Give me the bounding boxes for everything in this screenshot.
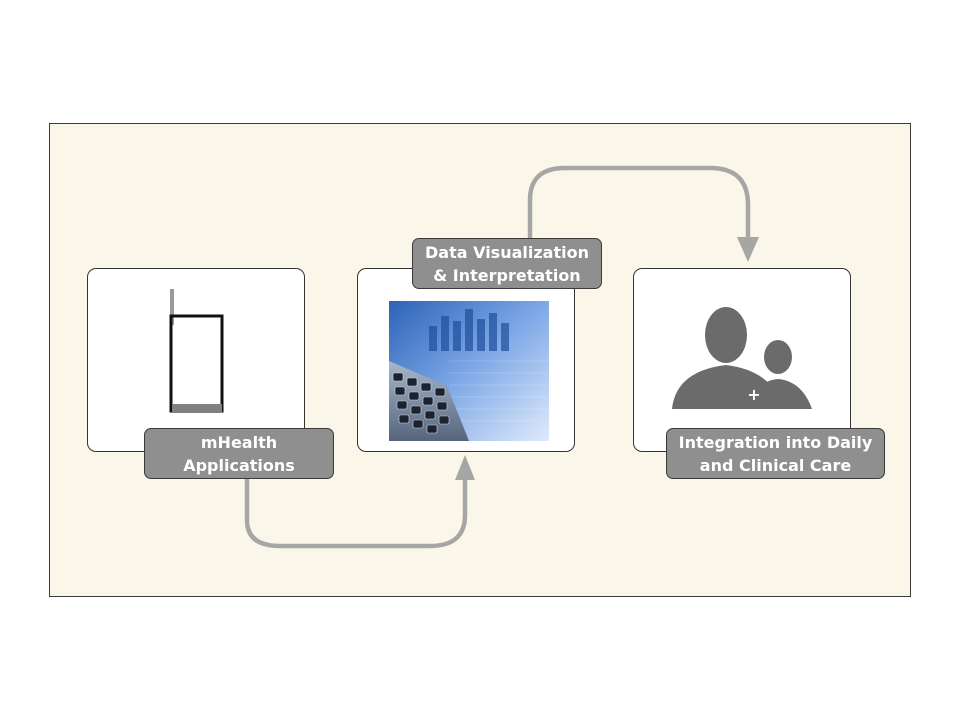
label-data-visualization-line1: Data Visualization — [425, 242, 589, 262]
arrow-mhealth-to-visualization — [244, 478, 468, 549]
label-mhealth-line1: mHealth — [200, 432, 278, 452]
mobile-phone-icon — [169, 289, 224, 413]
arrow-head-up — [455, 455, 475, 480]
label-mhealth-line2: Applications — [183, 455, 295, 475]
card-integration: + — [633, 268, 851, 452]
label-integration: Integration into Daily and Clinical Care — [666, 428, 885, 479]
arrow-visualization-to-integration — [527, 165, 751, 240]
label-integration-line2: and Clinical Care — [699, 455, 852, 475]
label-data-visualization-line2: & Interpretation — [433, 265, 581, 285]
calculator-chart-image — [389, 301, 549, 441]
label-data-visualization: Data Visualization & Interpretation — [412, 238, 602, 289]
patient-doctor-icon — [672, 307, 812, 409]
label-integration-line1: Integration into Daily — [678, 432, 873, 452]
arrow-head-down — [737, 237, 759, 262]
plus-symbol: + — [747, 385, 761, 404]
label-mhealth: mHealth Applications — [144, 428, 334, 479]
card-mhealth — [87, 268, 305, 452]
